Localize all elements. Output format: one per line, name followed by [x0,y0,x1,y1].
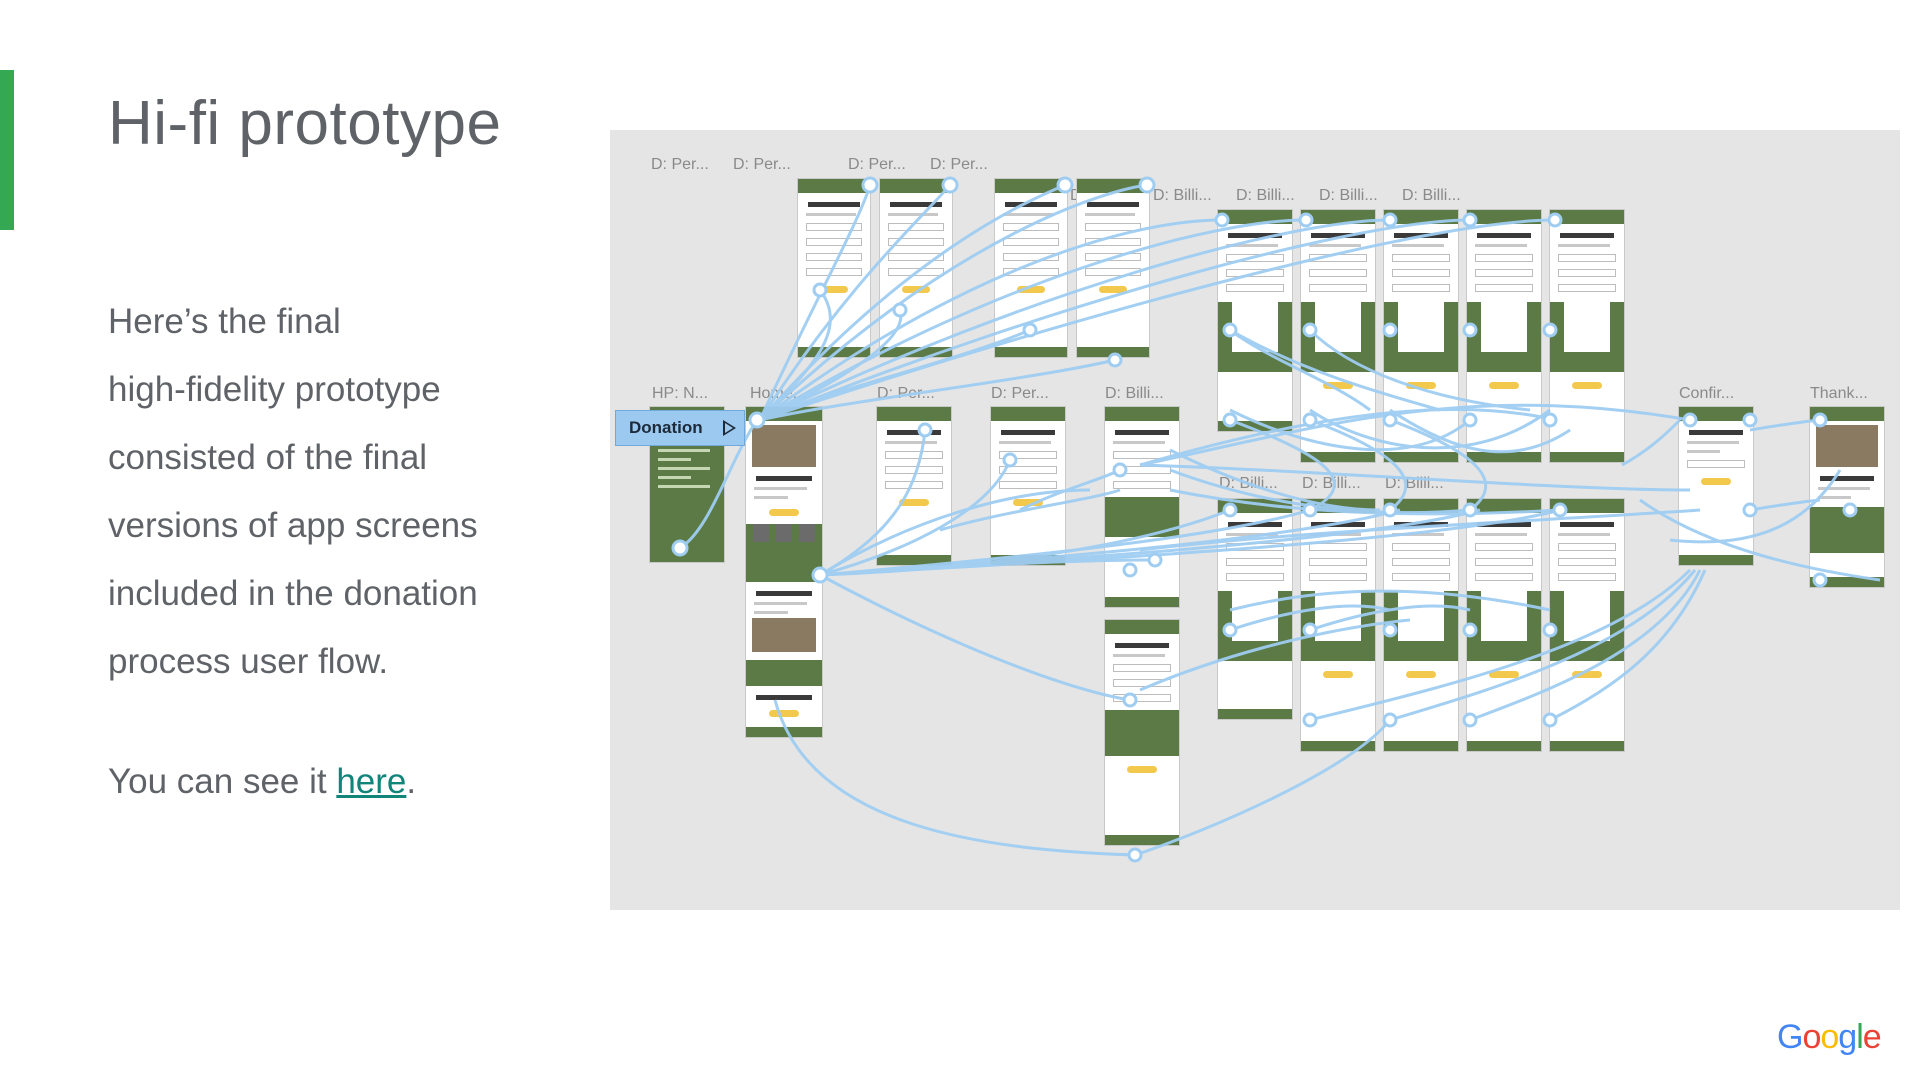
body-line: high-fidelity prototype [108,370,441,409]
body-line: process user flow. [108,642,389,681]
prototype-connections [671,176,1881,863]
frame-label: D: Per... [848,156,906,173]
screen-personal-details[interactable] [880,179,952,357]
see-it-suffix: . [406,762,417,801]
see-it-text: You can see it here. [108,762,416,802]
screen-billing-details[interactable] [1550,499,1624,751]
body-line: included in the donation [108,574,478,613]
play-icon [723,420,736,436]
prototype-link[interactable]: here [336,762,407,801]
screen-personal-details[interactable] [877,407,951,565]
google-logo: Google [1777,1018,1882,1056]
frame-label: D: Per... [991,385,1049,402]
frame-label: Confir... [1679,385,1735,402]
frame-label: D: Billi... [1402,187,1461,204]
screen-billing-details[interactable] [1105,620,1179,845]
body-line: Here’s the final [108,302,341,341]
screen-personal-details[interactable] [991,407,1065,565]
screen-billing-details[interactable] [1384,499,1458,751]
screen-billing-details[interactable] [1105,407,1179,607]
frame-label: HP: N... [652,385,709,402]
screen-thank-you[interactable] [1810,407,1884,587]
frame-label: Thank... [1810,385,1868,402]
frame-label: D: Per... [733,156,791,173]
slide-body: Here’s the final high-fidelity prototype… [108,288,578,696]
frame-label: D: Billi... [1302,475,1361,492]
frame-label: D: Billi... [1105,385,1164,402]
prototype-canvas: D: Per... D: Per... D: Per... D: Per... … [610,130,1900,910]
frame-label: D: Billi... [1236,187,1295,204]
frame-label: D: Billi... [1153,187,1212,204]
screen-home[interactable] [746,407,822,737]
see-it-prefix: You can see it [108,762,337,801]
flow-start-label: Donation [629,418,703,437]
frame-label: D: Billi... [1319,187,1378,204]
body-line: versions of app screens [108,506,478,545]
screen-billing-details[interactable] [1550,210,1624,462]
frame-label: D: Per... [930,156,988,173]
body-line: consisted of the final [108,438,428,477]
flow-start-donation[interactable]: Donation [615,410,745,446]
slide-title: Hi-fi prototype [108,89,502,158]
frame-label: D: Per... [651,156,709,173]
accent-bar [0,70,14,230]
